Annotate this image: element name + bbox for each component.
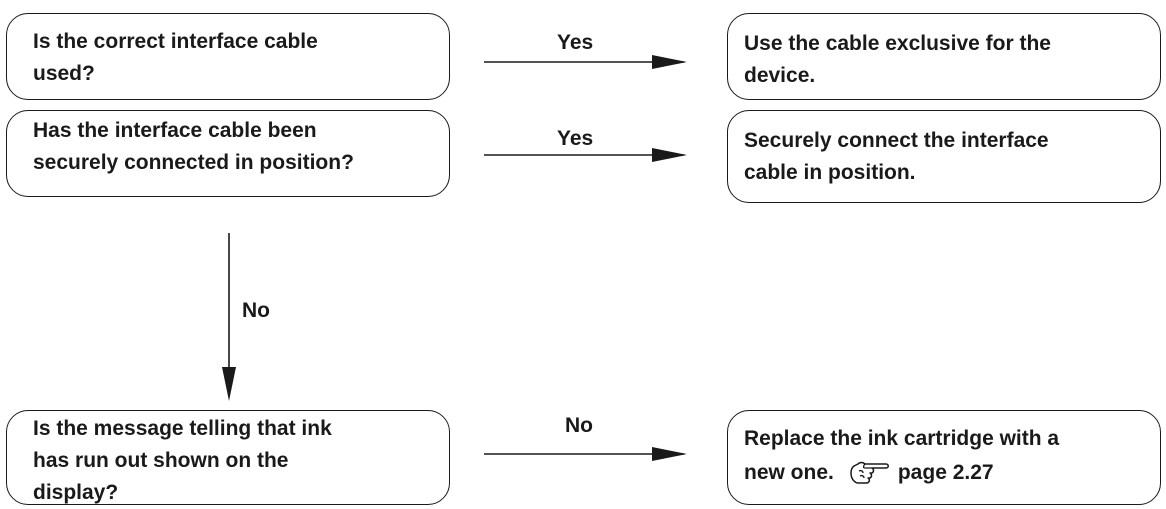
- label-yes-q1: Yes: [557, 31, 594, 54]
- question-box-cable-type: Is the correct interface cable used?: [6, 13, 450, 100]
- question-text-ink-out-message: Is the message telling that ink has run …: [33, 417, 332, 504]
- question-text-cable-connected: Has the interface cable been securely co…: [33, 119, 354, 174]
- action-text-connect-cable: Securely connect the interface cable in …: [744, 129, 1049, 184]
- action-box-connect-cable: Securely connect the interface cable in …: [727, 110, 1161, 203]
- action-box-use-exclusive-cable: Use the cable exclusive for the device.: [727, 13, 1161, 100]
- hand-pointer-icon: [850, 461, 889, 484]
- action-text-use-exclusive-cable: Use the cable exclusive for the device.: [744, 32, 1051, 87]
- page-reference-link[interactable]: page 2.27: [897, 461, 994, 484]
- label-yes-q2: Yes: [557, 127, 594, 150]
- question-text-cable-type: Is the correct interface cable used?: [33, 30, 318, 85]
- question-box-ink-out-message: Is the message telling that ink has run …: [6, 410, 450, 505]
- label-no-q3: No: [565, 414, 593, 437]
- question-box-cable-connected: Has the interface cable been securely co…: [6, 110, 450, 197]
- action-text-replace-line1: Replace the ink cartridge with a: [744, 427, 1060, 450]
- arrowhead-q2-no: [222, 367, 236, 401]
- label-no-down: No: [242, 299, 270, 322]
- arrowhead-q2-yes: [652, 148, 687, 162]
- action-box-replace-cartridge: Replace the ink cartridge with a new one…: [727, 410, 1161, 505]
- arrowhead-q3-no: [652, 447, 687, 461]
- action-text-replace-line2: new one.: [744, 461, 834, 484]
- arrowhead-q1-yes: [652, 55, 687, 69]
- action-text-replace-line2-row: new one. page 2.27: [744, 457, 994, 489]
